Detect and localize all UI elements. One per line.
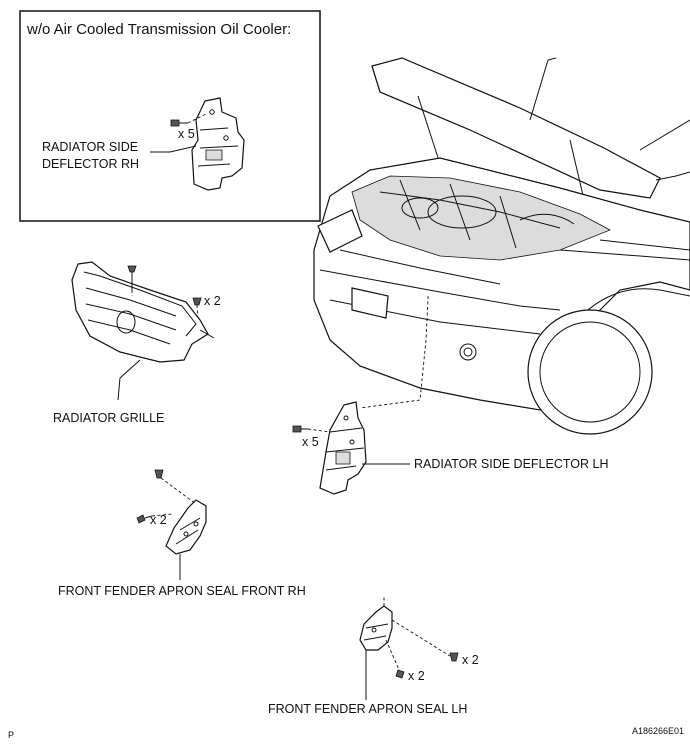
radiator-side-deflector-rh [191, 97, 245, 191]
front-fender-apron-seal-lh [359, 605, 393, 651]
apron-lh-screw-qty: x 2 [408, 669, 425, 683]
deflector-lh-label: RADIATOR SIDE DEFLECTOR LH [414, 457, 608, 471]
screw-icon [136, 514, 153, 524]
clip-icon [449, 652, 459, 662]
clip-icon [192, 297, 202, 306]
inset-title: w/o Air Cooled Transmission Oil Cooler: [26, 21, 291, 38]
apron-seal-front-rh-label: FRONT FENDER APRON SEAL FRONT RH [58, 584, 306, 598]
clip-icon [154, 469, 164, 479]
clip-icon [127, 265, 137, 290]
screw-icon [395, 669, 405, 679]
inset-panel: w/o Air Cooled Transmission Oil Cooler: … [19, 10, 321, 222]
apron-lh-clip-qty: x 2 [462, 653, 479, 667]
deflector-rh-label-line1: RADIATOR SIDE [42, 140, 138, 154]
radiator-side-deflector-lh [319, 401, 367, 495]
grille-clip-qty: x 2 [204, 294, 221, 308]
vehicle-front-illustration [313, 57, 690, 435]
deflector-rh-label-line2: DEFLECTOR RH [42, 157, 139, 171]
apron-rh-screw-qty: x 2 [150, 513, 167, 527]
footer-left-mark: P [8, 730, 14, 740]
inset-bolt-qty: x 5 [178, 127, 195, 141]
bolt-icon [170, 119, 188, 127]
bolt-icon [292, 425, 308, 433]
radiator-grille-label: RADIATOR GRILLE [53, 411, 164, 425]
figure-id: A186266E01 [632, 726, 684, 736]
deflector-lh-bolt-qty: x 5 [302, 435, 319, 449]
front-fender-apron-seal-front-rh [165, 499, 207, 555]
apron-seal-lh-label: FRONT FENDER APRON SEAL LH [268, 702, 467, 716]
radiator-grille [71, 261, 215, 363]
